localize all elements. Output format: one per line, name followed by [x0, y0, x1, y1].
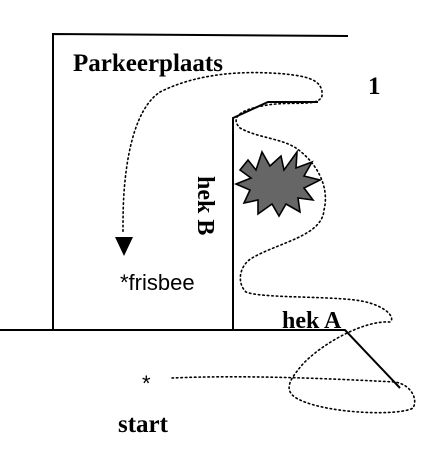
parking-area-outline	[52, 32, 349, 330]
gate-b-wall	[232, 101, 318, 330]
gate-b-label: hek B	[192, 176, 218, 235]
downward-arrow-icon	[115, 237, 133, 256]
explosion-burst-icon	[233, 149, 323, 218]
frisbee-label: *frisbee	[120, 270, 195, 295]
dotted-route	[122, 71, 416, 414]
figure-number: 1	[368, 73, 381, 100]
start-label: start	[118, 411, 169, 438]
parking-label: Parkeerplaats	[73, 50, 223, 77]
start-marker: *	[142, 371, 151, 396]
gate-a-label: hek A	[282, 308, 342, 334]
road-baseline	[0, 329, 401, 389]
